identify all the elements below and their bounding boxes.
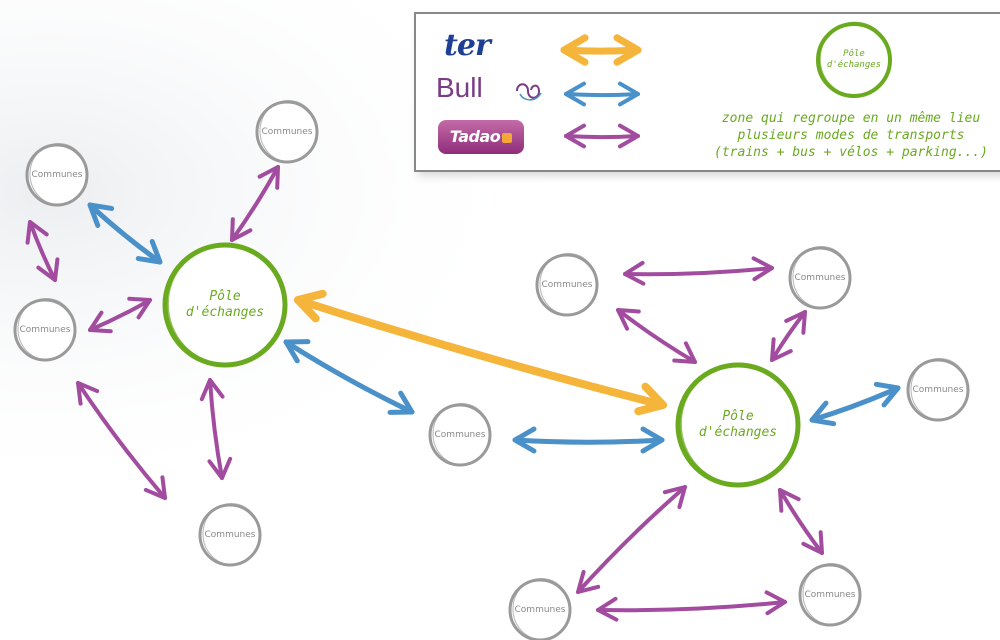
commune-4-label: Communes xyxy=(204,530,256,540)
legend-description-line-2: plusieurs modes de transports xyxy=(737,128,965,143)
arrow-tad-p1-c4 xyxy=(199,378,233,480)
tadao-logo-text: Tadao xyxy=(449,127,501,146)
arrow-bus-p1-c1 xyxy=(87,202,163,265)
legend-description-line-3: (trains + bus + vélos + parking...) xyxy=(714,145,988,160)
commune-3-label: Communes xyxy=(19,325,71,335)
commune-1-node xyxy=(25,142,89,207)
legend-arrow-ter xyxy=(560,34,642,66)
arrow-tad-c6-c7 xyxy=(623,256,774,286)
arrow-tad-c6-p2 xyxy=(616,308,697,364)
commune-2-label: Communes xyxy=(261,127,313,137)
pole-1-label: Pôle d'échanges xyxy=(185,289,265,320)
commune-5-label: Communes xyxy=(434,430,486,440)
legend-arrow-bulles xyxy=(564,81,640,107)
commune-8-node xyxy=(906,357,970,422)
commune-6-node xyxy=(535,252,599,317)
tadao-badge-icon xyxy=(502,132,513,143)
arrow-bus-p2-c8 xyxy=(809,381,901,427)
pole-2-node xyxy=(675,362,801,488)
arrow-ter-poles xyxy=(294,289,667,416)
arrow-tad-p1-c2 xyxy=(230,165,280,242)
legend-arrow-tadao xyxy=(564,123,640,149)
arrow-tad-c1-c3 xyxy=(25,220,60,282)
commune-8-label: Communes xyxy=(912,385,964,395)
commune-7-label: Communes xyxy=(794,273,846,283)
bulles-logo: Bull xyxy=(436,72,483,103)
commune-10-node xyxy=(798,562,862,627)
commune-10-label: Communes xyxy=(804,590,856,600)
ter-logo: ter xyxy=(444,28,491,63)
legend-pole-circle xyxy=(816,21,892,98)
pole-2-label: Pôle d'échanges xyxy=(698,409,778,440)
arrow-tad-p2-c9 xyxy=(576,485,687,594)
bulles-swirl-icon xyxy=(516,83,542,101)
commune-5-node xyxy=(428,402,492,467)
arrow-tad-c9-c10 xyxy=(596,590,787,622)
commune-4-node xyxy=(198,502,262,567)
commune-2-node xyxy=(255,99,319,164)
legend-arrows xyxy=(560,21,892,149)
legend-description-line-1: zone qui regroupe en un même lieu xyxy=(721,111,981,126)
arrow-bus-p1-c3 xyxy=(88,296,152,334)
pole-1-node xyxy=(162,242,288,368)
commune-1-label: Communes xyxy=(31,170,83,180)
legend-description: zone qui regroupe en un même lieu plusie… xyxy=(702,110,1000,161)
arrow-bus-p1-c5 xyxy=(283,339,415,415)
tadao-logo: Tadao xyxy=(438,120,524,154)
commune-6-label: Communes xyxy=(541,280,593,290)
legend-pole-label: Pôle d'échanges xyxy=(826,49,882,70)
commune-3-node xyxy=(13,297,77,362)
commune-9-label: Communes xyxy=(514,605,566,615)
arrow-tad-c7-p2 xyxy=(770,310,807,362)
legend-box: ter Bull Tadao Pôle d'échanges zone qui … xyxy=(414,12,1000,172)
commune-7-node xyxy=(788,245,852,310)
arrow-tad-p2-c10 xyxy=(778,488,824,555)
arrow-tad-c3-c4 xyxy=(76,381,167,500)
arrow-bus-c5-p2 xyxy=(512,426,665,454)
